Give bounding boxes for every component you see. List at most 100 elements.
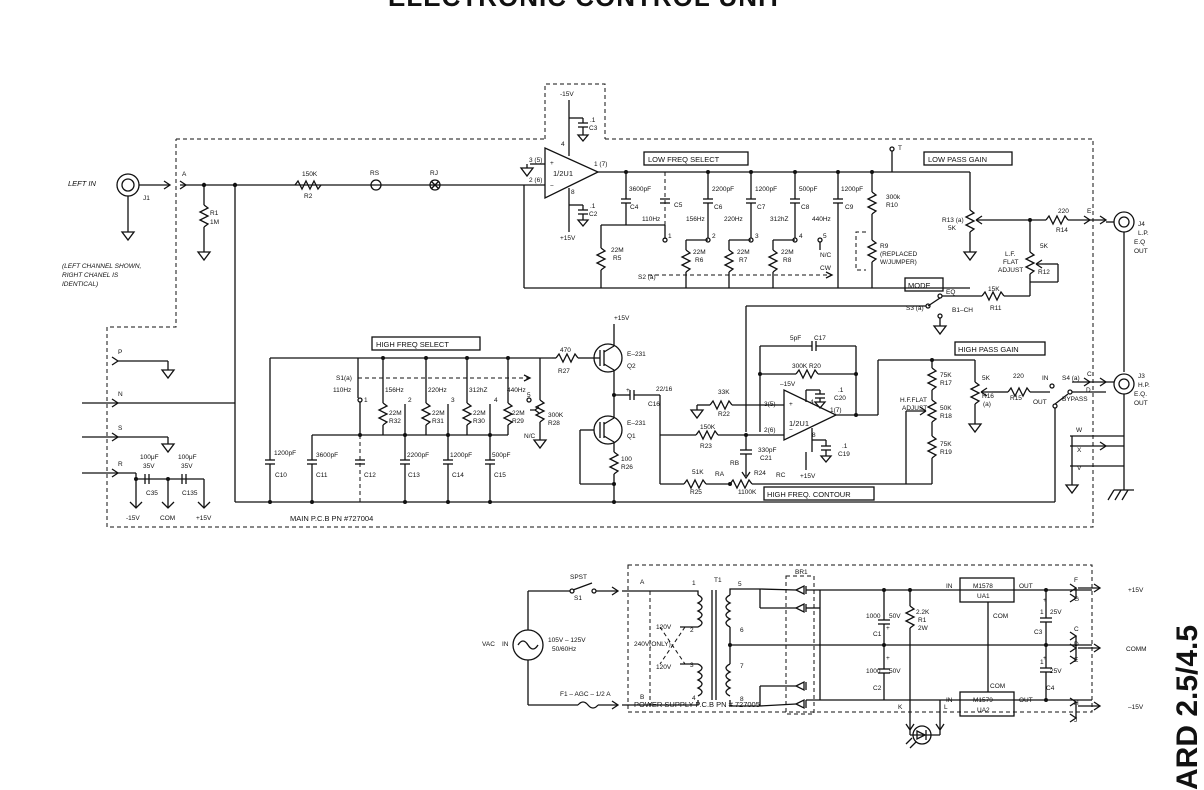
svg-text:2 (6): 2 (6) <box>529 177 542 184</box>
svg-text:5: 5 <box>823 233 827 240</box>
svg-text:22M: 22M <box>389 410 402 417</box>
svg-text:4: 4 <box>692 695 696 702</box>
svg-text:R30: R30 <box>473 418 485 425</box>
svg-text:H.P.: H.P. <box>1138 382 1150 389</box>
svg-text:+15V: +15V <box>800 473 816 480</box>
svg-text:1(7): 1(7) <box>830 407 842 414</box>
svg-text:S1(a): S1(a) <box>336 375 352 382</box>
low-freq-select-label: LOW FREQ SELECT <box>648 155 720 164</box>
svg-text:4: 4 <box>494 397 498 404</box>
svg-text:+: + <box>1043 597 1047 604</box>
svg-text:D: D <box>1074 641 1079 648</box>
svg-text:J4: J4 <box>1138 221 1145 228</box>
svg-text:500pF: 500pF <box>799 186 817 193</box>
svg-text:OUT: OUT <box>1019 697 1033 704</box>
svg-text:1200pF: 1200pF <box>841 186 863 193</box>
svg-text:H.F.FLAT: H.F.FLAT <box>900 397 927 404</box>
svg-text:C12: C12 <box>364 472 376 479</box>
svg-text:100μF: 100μF <box>178 454 197 461</box>
svg-text:R6: R6 <box>695 257 704 264</box>
svg-text:L.F.: L.F. <box>1005 251 1016 258</box>
svg-text:G: G <box>1074 596 1079 603</box>
svg-text:22/16: 22/16 <box>656 386 673 393</box>
jack-j4 <box>1113 211 1135 233</box>
svg-text:C3: C3 <box>1034 629 1043 636</box>
svg-text:50/60Hz: 50/60Hz <box>552 646 576 653</box>
svg-text:2200pF: 2200pF <box>407 452 429 459</box>
high-freq-contour-label: HIGH FREQ. CONTOUR <box>767 490 851 499</box>
svg-text:+: + <box>550 160 554 167</box>
svg-text:M1579: M1579 <box>973 697 993 704</box>
high-freq-select-label: HIGH FREQ SELECT <box>376 340 449 349</box>
svg-text:M1578: M1578 <box>973 583 993 590</box>
svg-text:.1: .1 <box>842 443 848 450</box>
main-pcb-label: MAIN P.C.B PN #727004 <box>290 514 373 523</box>
svg-text:2(6): 2(6) <box>764 427 776 434</box>
svg-text:R29: R29 <box>512 418 524 425</box>
svg-text:C135: C135 <box>182 490 198 497</box>
svg-text:300K R20: 300K R20 <box>792 363 821 370</box>
high-pass-gain-label: HIGH PASS GAIN <box>958 345 1019 354</box>
svg-text:5K: 5K <box>982 375 991 382</box>
svg-text:1200pF: 1200pF <box>274 450 296 457</box>
svg-text:470: 470 <box>560 347 571 354</box>
high-freq-caps: 3600pF C11 C12 2200pF C13 1200pF C14 500… <box>307 435 510 502</box>
svg-text:25V: 25V <box>1050 668 1062 675</box>
svg-text:220Hz: 220Hz <box>428 387 447 394</box>
svg-text:110Hz: 110Hz <box>333 387 351 394</box>
svg-text:4: 4 <box>561 141 565 148</box>
svg-text:1000: 1000 <box>866 613 881 620</box>
svg-text:L.P.: L.P. <box>1138 230 1149 237</box>
svg-text:22M: 22M <box>432 410 445 417</box>
svg-text:156Hz: 156Hz <box>385 387 404 394</box>
svg-text:2: 2 <box>712 233 716 240</box>
svg-text:C10: C10 <box>275 472 287 479</box>
svg-text:R15: R15 <box>1010 395 1022 402</box>
svg-text:ADJUST: ADJUST <box>902 405 927 412</box>
svg-text:C: C <box>1074 626 1079 633</box>
svg-text:5: 5 <box>527 392 531 399</box>
svg-text:Q2: Q2 <box>627 363 636 370</box>
svg-text:C2: C2 <box>589 211 598 218</box>
svg-text:440Hz: 440Hz <box>812 216 831 223</box>
svg-text:5K: 5K <box>1040 243 1049 250</box>
svg-text:-15V: -15V <box>126 515 140 522</box>
svg-text:1: 1 <box>692 580 696 587</box>
svg-text:22M: 22M <box>737 249 750 256</box>
main-pcb-outline <box>106 138 1094 528</box>
svg-text:105V – 125V: 105V – 125V <box>548 637 586 644</box>
svg-text:S3 (a): S3 (a) <box>906 305 924 312</box>
svg-text:+: + <box>886 625 890 632</box>
regulator-ua1 <box>959 577 1015 603</box>
svg-text:P: P <box>118 349 122 356</box>
svg-text:J: J <box>1074 717 1077 724</box>
svg-text:7: 7 <box>740 663 744 670</box>
svg-text:312hZ: 312hZ <box>469 387 487 394</box>
svg-text:IN: IN <box>946 697 953 704</box>
side-label: ARD 2.5/4.5 <box>1171 625 1204 790</box>
svg-text:L: L <box>944 704 948 711</box>
svg-text:25V: 25V <box>1050 609 1062 616</box>
svg-text:3: 3 <box>690 662 694 669</box>
svg-text:120V: 120V <box>656 664 672 671</box>
svg-text:1 (7): 1 (7) <box>594 161 607 168</box>
svg-text:C1: C1 <box>873 631 882 638</box>
svg-text:OUT: OUT <box>1134 400 1148 407</box>
svg-text:R1: R1 <box>918 617 927 624</box>
svg-text:X: X <box>1077 447 1082 454</box>
svg-text:IN: IN <box>946 583 953 590</box>
svg-text:S4 (a): S4 (a) <box>1062 375 1080 382</box>
svg-text:E.Q.: E.Q. <box>1134 391 1147 398</box>
svg-text:8: 8 <box>812 432 816 439</box>
svg-text:R28: R28 <box>548 420 560 427</box>
svg-text:C9: C9 <box>845 204 854 211</box>
page-title: ELECTRONIC CONTROL UNIT <box>388 0 783 12</box>
svg-text:1200pF: 1200pF <box>450 452 472 459</box>
rj-label: RJ <box>430 170 438 177</box>
svg-text:T1: T1 <box>714 577 722 584</box>
svg-text:6: 6 <box>740 627 744 634</box>
svg-text:R10: R10 <box>886 202 898 209</box>
svg-text:R9: R9 <box>880 243 889 250</box>
svg-text:100μF: 100μF <box>140 454 159 461</box>
svg-text:3: 3 <box>755 233 759 240</box>
